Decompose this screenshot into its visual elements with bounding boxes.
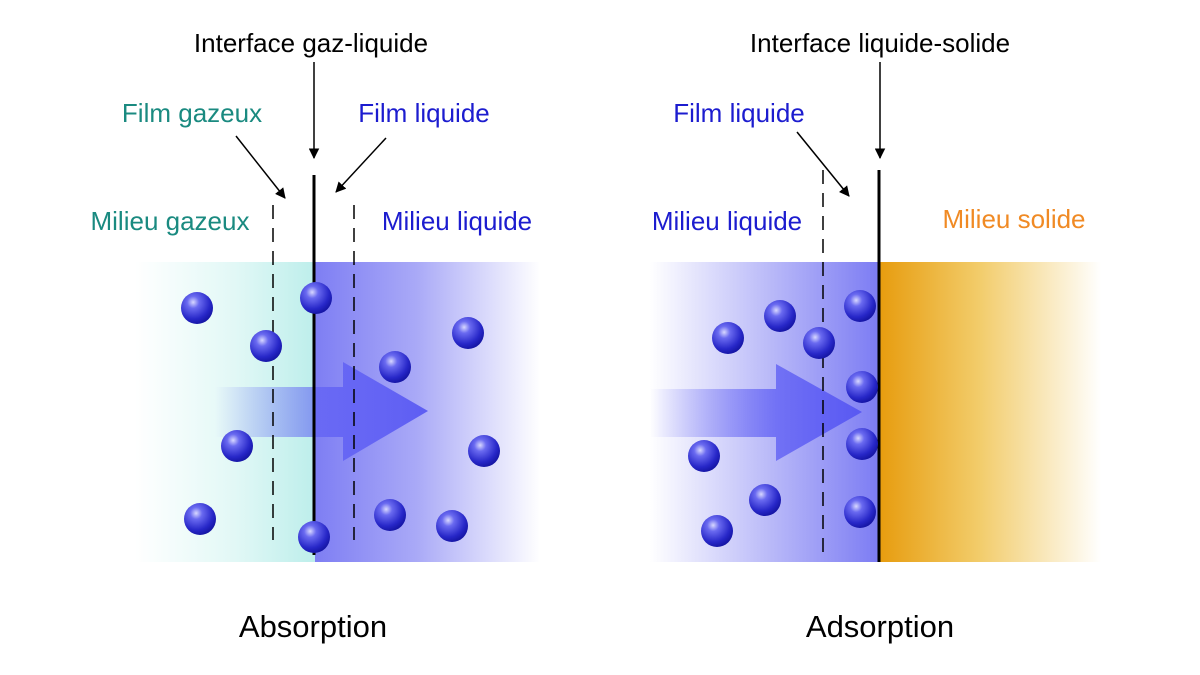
molecule <box>452 317 484 349</box>
adsorption-caption: Adsorption <box>806 609 954 644</box>
absorption-medium-liquid-label: Milieu liquide <box>382 206 532 236</box>
molecule <box>844 496 876 528</box>
molecule <box>250 330 282 362</box>
molecule <box>688 440 720 472</box>
molecule <box>221 430 253 462</box>
molecule <box>764 300 796 332</box>
liquid-film-pointer-arrow <box>796 131 850 197</box>
absorption-film-gas-label: Film gazeux <box>122 98 262 128</box>
molecule <box>298 521 330 553</box>
molecule <box>181 292 213 324</box>
liquid-film-pointer-arrow <box>335 137 387 193</box>
adsorption-medium-solid-label: Milieu solide <box>942 204 1085 234</box>
molecule <box>846 428 878 460</box>
molecule <box>436 510 468 542</box>
molecule <box>803 327 835 359</box>
gas-film-pointer-arrow <box>235 135 286 199</box>
absorption-interface-label: Interface gaz-liquide <box>194 28 428 58</box>
absorption-caption: Absorption <box>239 609 387 644</box>
molecules-adsorption <box>688 290 878 547</box>
molecule <box>844 290 876 322</box>
molecule <box>701 515 733 547</box>
molecule <box>379 351 411 383</box>
adsorption-film-liquid-label: Film liquide <box>673 98 805 128</box>
molecule <box>374 499 406 531</box>
molecule <box>300 282 332 314</box>
molecules-absorption <box>181 282 500 553</box>
absorption-medium-gas-label: Milieu gazeux <box>91 206 250 236</box>
adsorption-panel: Interface liquide-solide Film liquide Mi… <box>650 28 1101 644</box>
molecule <box>712 322 744 354</box>
mass-transfer-arrow <box>215 362 428 461</box>
molecule <box>468 435 500 467</box>
adsorption-interface-label: Interface liquide-solide <box>750 28 1010 58</box>
mass-transfer-arrow <box>650 364 862 461</box>
molecule <box>846 371 878 403</box>
absorption-panel: Interface gaz-liquide Film gazeux Film l… <box>91 28 540 644</box>
absorption-film-liquid-label: Film liquide <box>358 98 490 128</box>
solid-medium-region <box>879 262 1101 562</box>
adsorption-medium-liquid-label: Milieu liquide <box>652 206 802 236</box>
molecule <box>184 503 216 535</box>
molecule <box>749 484 781 516</box>
